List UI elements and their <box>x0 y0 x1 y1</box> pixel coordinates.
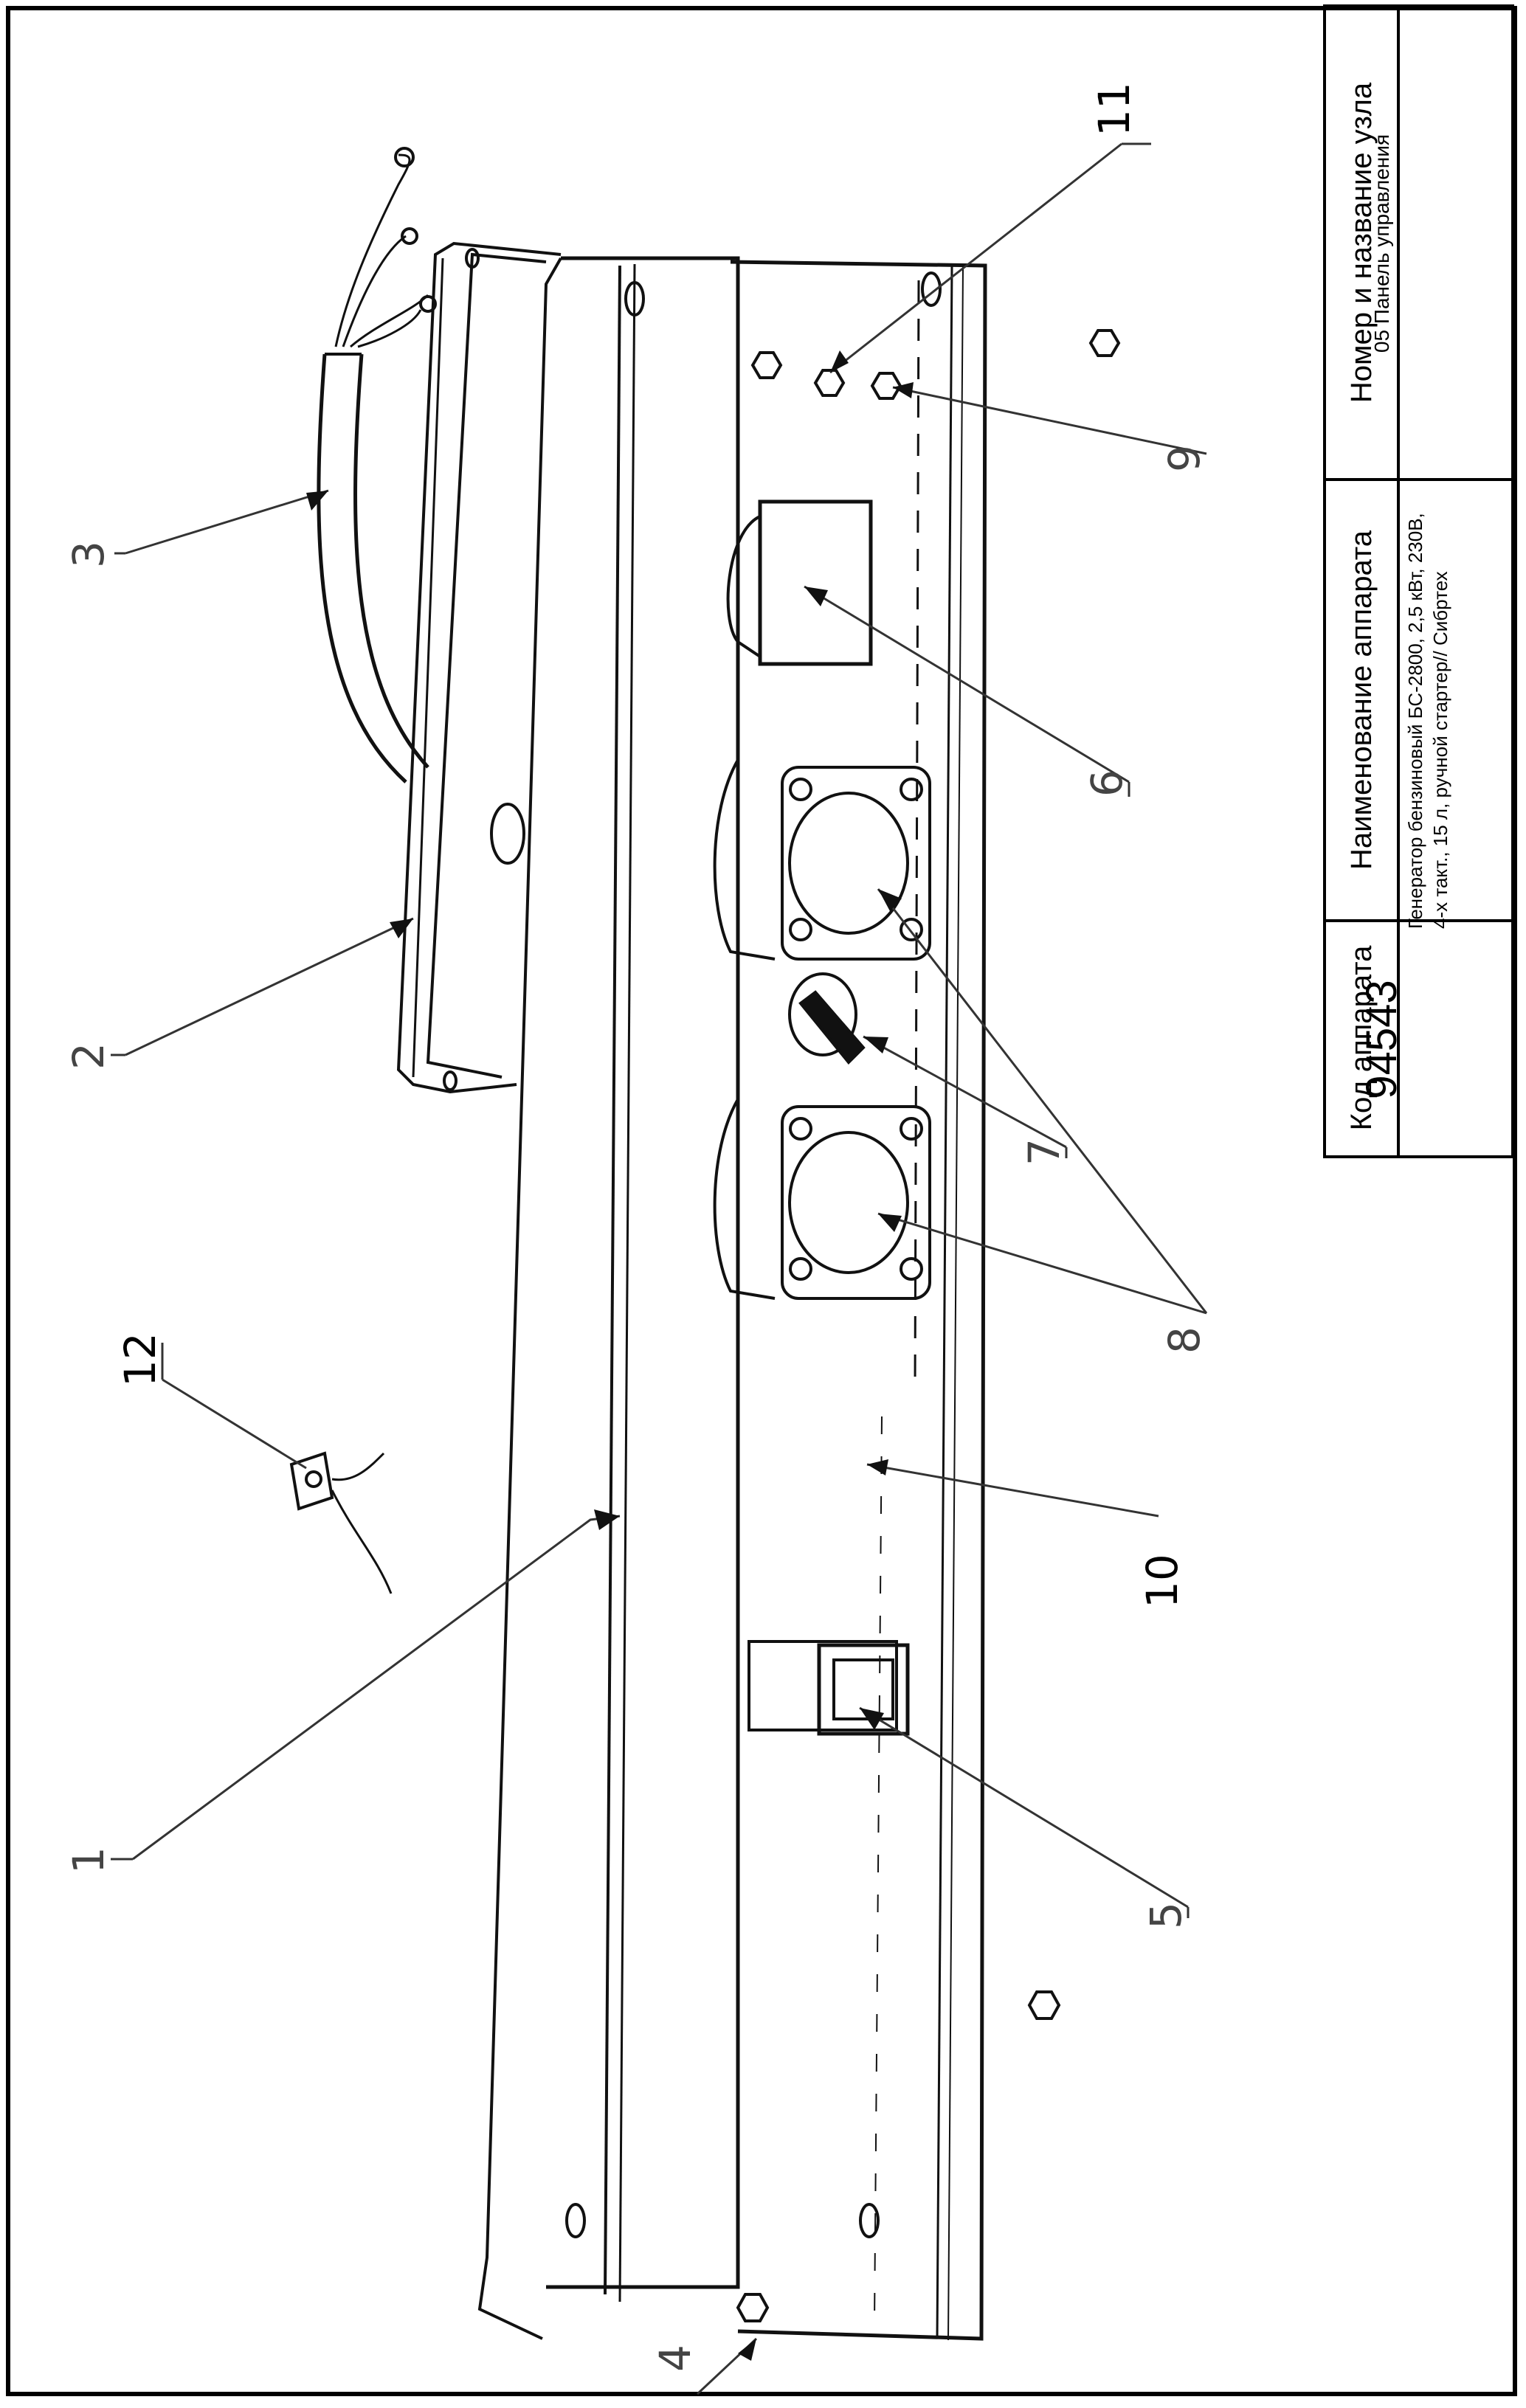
sheet-border <box>6 6 1517 2396</box>
cable-clip <box>289 1451 393 1594</box>
hour-meter <box>726 499 873 666</box>
callout-11: 11 <box>1089 82 1139 136</box>
callout-labels: 1 2 3 4 5 6 7 8 9 10 11 12 <box>63 82 1209 2372</box>
value-device-name: Генератор бензиновый БС-2800, 2,5 кВт, 2… <box>1404 513 1451 929</box>
callout-3: 3 <box>63 541 114 568</box>
socket-upper <box>713 759 931 961</box>
callout-4: 4 <box>650 2345 700 2372</box>
header-device-name: Наименование аппарата <box>1345 530 1378 870</box>
wire-harness <box>317 147 437 783</box>
callout-12: 12 <box>115 1332 165 1387</box>
bolts-bottom <box>736 1990 1061 2322</box>
callout-10: 10 <box>1137 1554 1187 1608</box>
value-device-code: 94543 <box>1358 980 1406 1099</box>
rear-cover <box>396 241 562 1094</box>
leader-arrowheads <box>306 350 914 2361</box>
callout-2: 2 <box>63 1042 114 1070</box>
value-unit-name: 05 Панель управления <box>1370 134 1393 353</box>
callout-6: 6 <box>1082 769 1132 797</box>
toggle-switch <box>788 972 866 1065</box>
callout-7: 7 <box>1019 1138 1069 1166</box>
callout-5: 5 <box>1141 1902 1191 1929</box>
callout-1: 1 <box>63 1847 114 1874</box>
socket-lower <box>713 1099 931 1300</box>
callout-9: 9 <box>1159 445 1209 472</box>
callout-8: 8 <box>1159 1326 1209 1354</box>
nut-group-top <box>750 329 1121 400</box>
circuit-breaker <box>748 1640 910 1736</box>
control-panel-body <box>477 256 987 2341</box>
